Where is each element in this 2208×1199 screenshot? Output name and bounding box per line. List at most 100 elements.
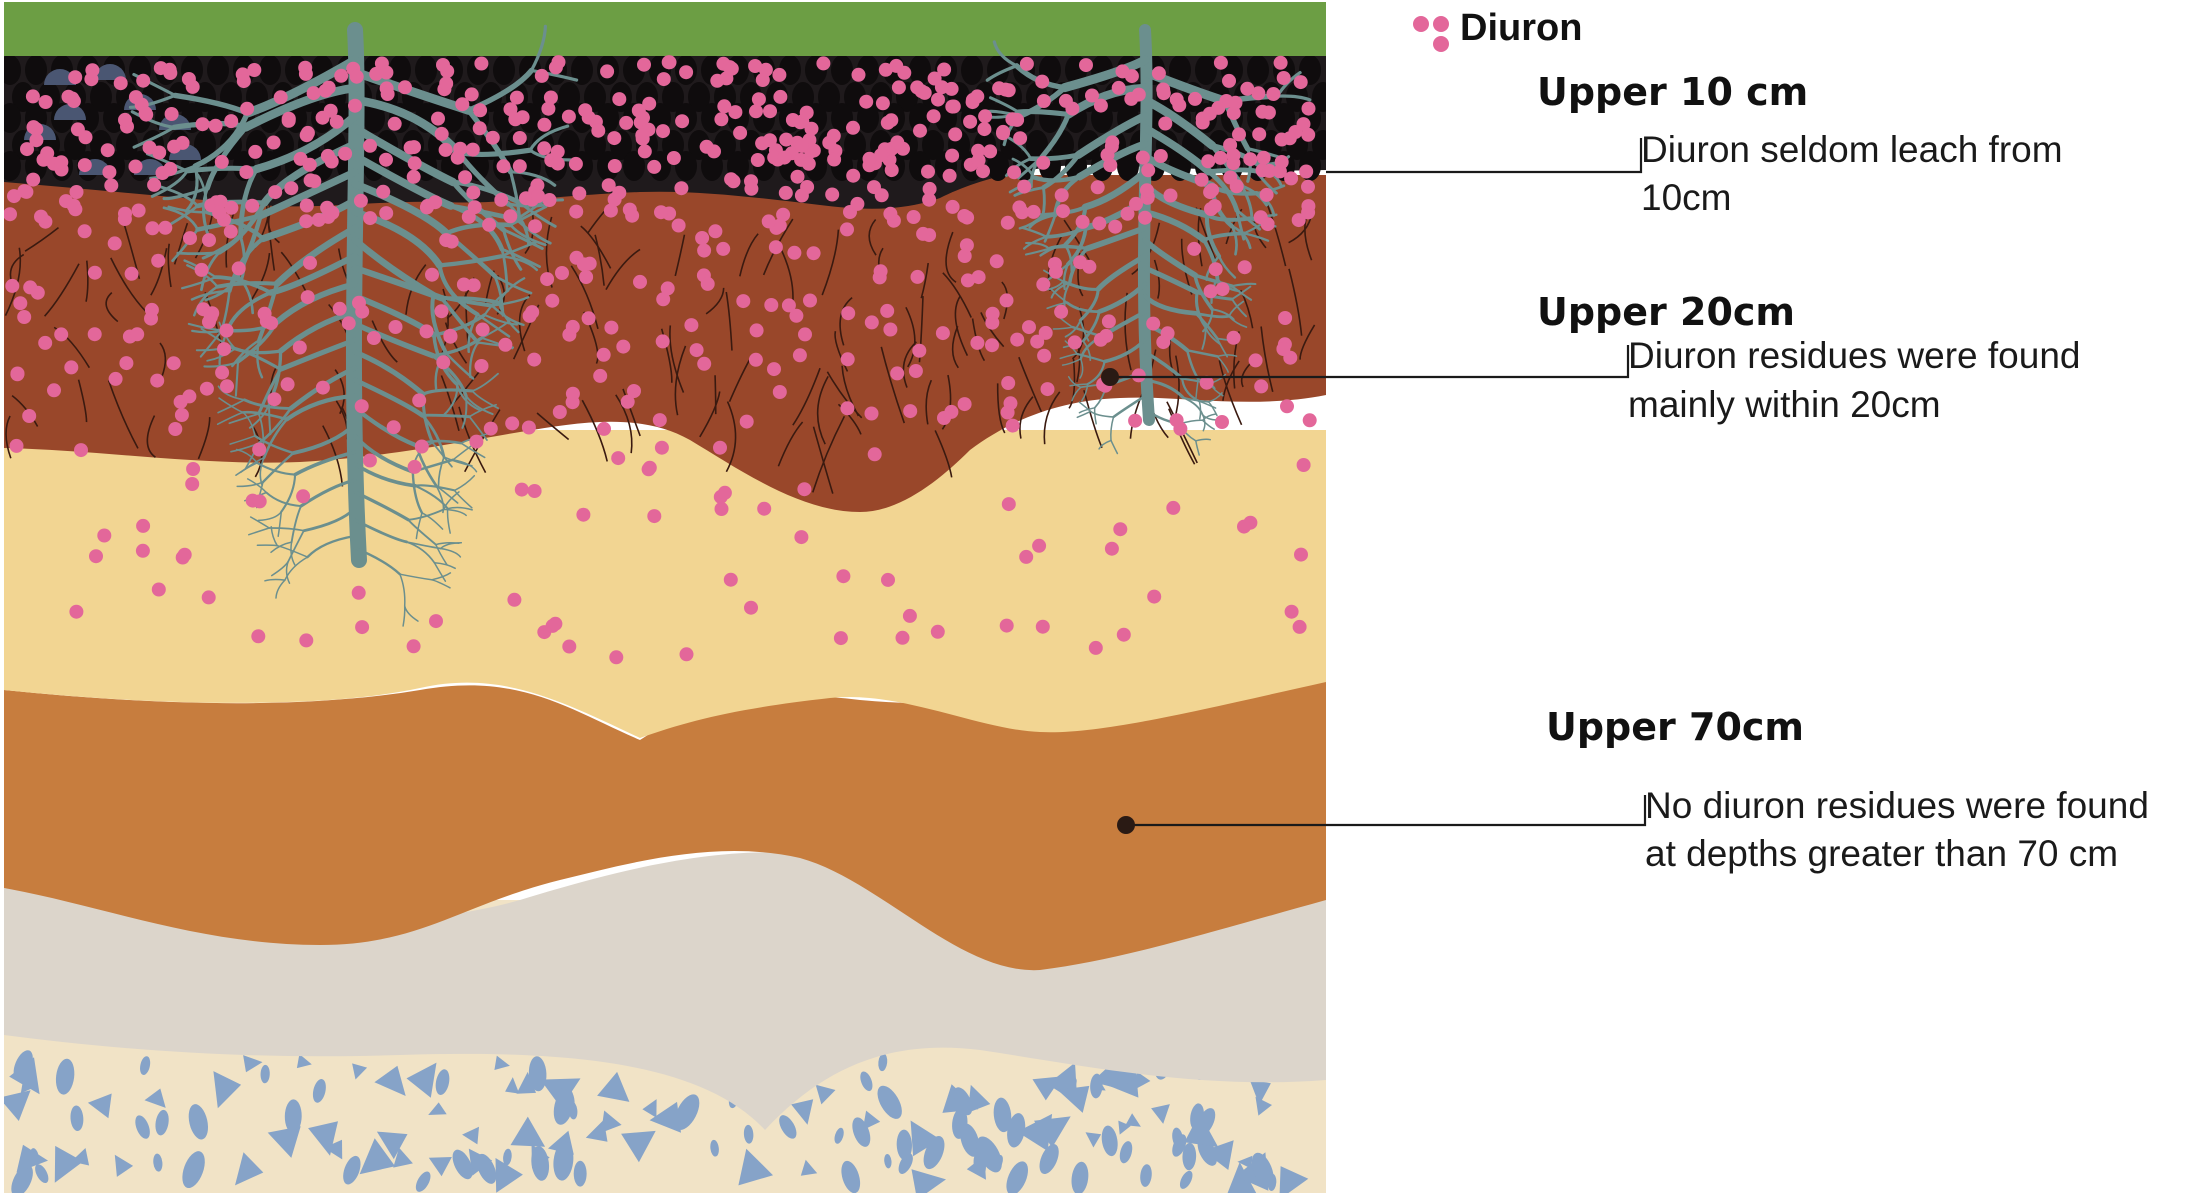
diuron-dot (1237, 260, 1252, 275)
root-branch (1140, 95, 1217, 150)
root-branch (1007, 136, 1033, 161)
root-branch (989, 96, 1020, 114)
diuron-dot (976, 164, 990, 179)
soil-crack (5, 415, 12, 459)
diuron-dot (1199, 375, 1214, 390)
diuron-dot (1113, 522, 1128, 537)
root-branch (468, 403, 497, 418)
soil-crack (146, 415, 156, 458)
root-branch (291, 422, 357, 455)
root-branch (171, 228, 199, 263)
diuron-dot (1035, 619, 1050, 634)
root-branch (1015, 109, 1071, 117)
root-branch (1078, 401, 1092, 413)
diuron-dot (777, 150, 792, 165)
root-branch (351, 264, 446, 302)
diuron-dot (61, 89, 76, 104)
root-branch (162, 186, 209, 201)
root-branch (453, 489, 473, 509)
diuron-dot (369, 66, 384, 81)
rock (877, 1085, 902, 1119)
root-branch (493, 274, 533, 295)
root-branch (437, 456, 445, 487)
root-branch (515, 217, 552, 245)
diuron-dot (642, 96, 657, 111)
root-branch (353, 434, 415, 474)
soil-crack (925, 379, 933, 425)
diuron-dot (494, 192, 509, 207)
rock (862, 1110, 881, 1131)
diuron-dot (794, 139, 809, 153)
diuron-dot (931, 92, 945, 107)
root-branch (411, 470, 424, 515)
root-branch (1064, 319, 1082, 338)
diuron-dot (883, 206, 898, 221)
root-branch (480, 320, 511, 339)
root-branch (1204, 326, 1221, 345)
root-branch (1095, 253, 1148, 292)
diuron-dot (1273, 55, 1288, 70)
legend-label: Diuron (1460, 7, 1582, 49)
diuron-dot (550, 156, 565, 171)
root-branch (1193, 273, 1215, 312)
diuron-dot (505, 416, 520, 431)
rock (841, 1160, 861, 1193)
diuron-dot (380, 87, 395, 101)
soil-crack (44, 263, 80, 317)
root-branch (1231, 285, 1252, 301)
diuron-dot (572, 186, 587, 201)
root-branch (1059, 353, 1078, 360)
diuron-dot (354, 399, 369, 414)
diuron-dot (224, 200, 239, 215)
diuron-dot (1065, 101, 1080, 116)
root-branch (1217, 254, 1237, 279)
diuron-dot (1211, 100, 1226, 115)
rock (1117, 1069, 1137, 1090)
root-branch (420, 413, 446, 459)
diuron-dot (708, 224, 723, 239)
annotation-heading: Upper 20cm (1537, 290, 1795, 334)
diuron-dot (890, 135, 905, 150)
root-branch (529, 68, 579, 82)
diuron-dot (436, 355, 451, 370)
topsoil-grain (4, 55, 21, 85)
diuron-dot (124, 266, 139, 281)
soil-crack (105, 292, 119, 323)
soil-crack (942, 272, 972, 318)
diuron-dot (89, 549, 103, 564)
sand-layer (4, 430, 1326, 738)
root-branch (167, 205, 209, 214)
soil-crack (725, 291, 733, 351)
root-branch (1096, 281, 1148, 315)
diuron-dot (542, 193, 557, 207)
diuron-dot (1292, 619, 1307, 634)
diuron-dot (303, 255, 317, 270)
diuron-dot (1146, 316, 1161, 331)
diuron-dot (66, 198, 81, 213)
topsoil-grain (116, 130, 138, 160)
diuron-dot (379, 152, 393, 167)
annotation-line: No diuron residues were found (1645, 785, 2149, 826)
diuron-dot (1276, 342, 1291, 356)
diuron-dot (201, 590, 216, 605)
diuron-dot (581, 311, 596, 326)
root-branch (180, 276, 217, 290)
diuron-dot (425, 267, 439, 282)
diuron-dot (1007, 165, 1022, 180)
rock (834, 1127, 844, 1144)
diuron-dot (884, 163, 899, 178)
topsoil-grain (194, 130, 216, 160)
diuron-dot (414, 439, 429, 454)
rock (352, 1063, 368, 1080)
diuron-dot (1156, 82, 1171, 97)
diuron-dot (913, 123, 927, 138)
soil-crack (792, 367, 821, 426)
diuron-dot (434, 126, 449, 141)
topsoil-grain (1312, 82, 1326, 112)
rock (674, 1094, 700, 1130)
diuron-dot (912, 343, 927, 358)
leader-dot (1117, 816, 1135, 834)
soil-crack (107, 380, 139, 449)
root-branch (1143, 378, 1185, 400)
diuron-dot (750, 153, 765, 167)
